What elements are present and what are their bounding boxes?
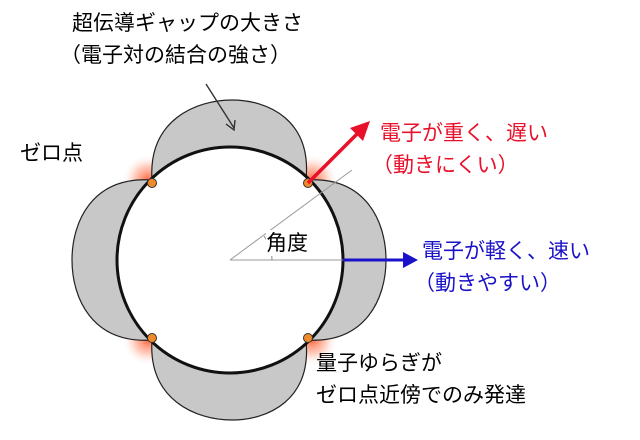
light-label-line1: 電子が軽く、速い [422, 239, 590, 263]
heavy-label-line2: （動きにくい） [372, 153, 519, 177]
angle-diag-line [229, 169, 353, 261]
fluct-label-line2: ゼロ点近傍でのみ発達 [316, 383, 526, 407]
angle-label: 角度 [266, 230, 308, 256]
zero-nodes [147, 178, 313, 343]
zero-point-label: ゼロ点 [20, 141, 83, 165]
gap-size-label-line1: 超伝導ギャップの大きさ [72, 11, 303, 35]
gap-pointer-head [225, 119, 236, 132]
zero-node-upper-left [147, 178, 157, 188]
light-arrow [343, 252, 418, 268]
gap-pointer-line [205, 83, 235, 129]
heavy-arrow [306, 121, 370, 185]
fluct-label-line1: 量子ゆらぎが [316, 351, 442, 375]
gap-size-label-line2: （電子対の結合の強さ） [60, 43, 291, 67]
zero-node-lower-right [303, 333, 313, 343]
light-label-line2: （動きやすい） [414, 271, 561, 295]
light-arrow-head [403, 252, 418, 268]
heavy-arrow-head [350, 121, 370, 141]
zero-node-lower-left [147, 333, 157, 343]
heavy-label-line1: 電子が重く、遅い [380, 121, 548, 145]
